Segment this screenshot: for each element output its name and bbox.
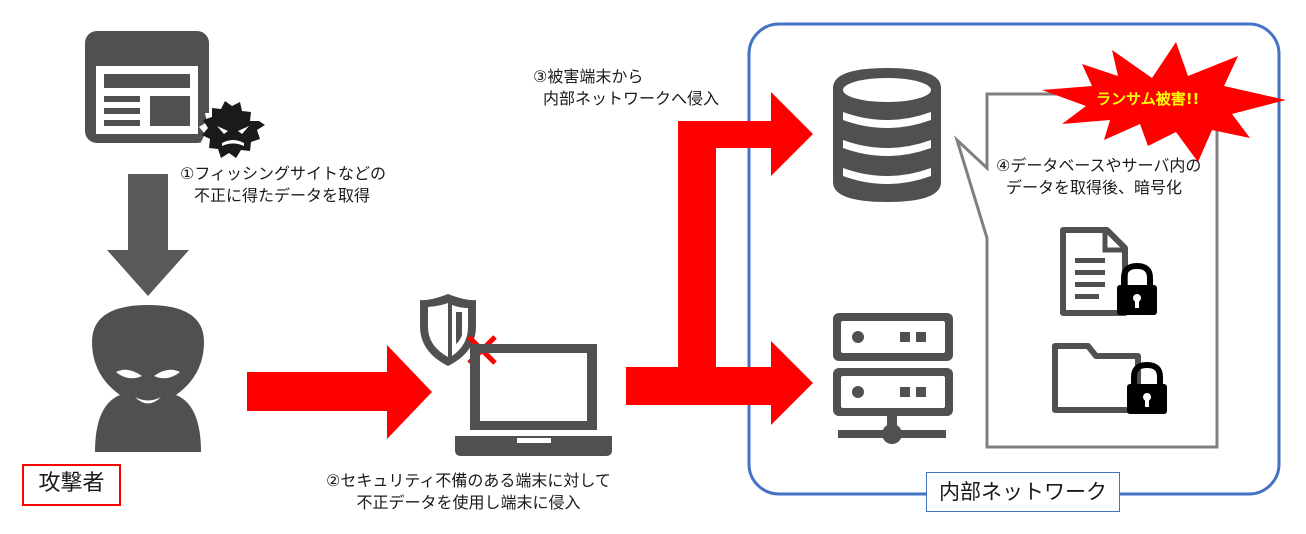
- attack-arrow-to-network: [626, 92, 813, 425]
- attack-arrow-to-laptop: [247, 345, 432, 439]
- lock-icon: [1127, 361, 1167, 414]
- phishing-site-icon: [85, 31, 209, 143]
- locked-folder-icon: [1052, 343, 1141, 413]
- step1-line1: ①フィッシングサイトなどの: [180, 164, 387, 183]
- attacker-icon: [92, 305, 204, 452]
- attacker-label: 攻撃者: [24, 470, 119, 498]
- gray-down-arrow: [107, 174, 189, 296]
- server-icon: [833, 313, 953, 444]
- step2-text: ②セキュリティ不備のある端末に対して 不正データを使用し端末に侵入: [326, 470, 611, 514]
- lock-icon: [1117, 262, 1157, 315]
- database-icon: [833, 68, 941, 202]
- step3-line2: 内部ネットワークへ侵入: [543, 89, 720, 108]
- malware-icon: [199, 101, 265, 160]
- step4-text: ④データベースやサーバ内の データを取得後、暗号化: [996, 155, 1201, 199]
- ransom-damage-text: ランサム被害!!: [1096, 90, 1200, 108]
- ransom-burst: [1042, 42, 1286, 162]
- internal-network-label: 内部ネットワーク: [926, 472, 1120, 512]
- step2-line1: ②セキュリティ不備のある端末に対して: [326, 471, 611, 490]
- step1-text: ①フィッシングサイトなどの 不正に得たデータを取得: [180, 163, 386, 207]
- laptop-icon: [455, 344, 612, 456]
- step3-text: ③被害端末から 内部ネットワークへ侵入: [533, 66, 719, 110]
- shield-icon: [420, 294, 476, 366]
- step3-line1: ③被害端末から: [533, 67, 644, 86]
- step1-line2: 不正に得たデータを取得: [194, 186, 371, 205]
- step4-line2: データを取得後、暗号化: [1006, 178, 1183, 197]
- step2-line2: 不正データを使用し端末に侵入: [356, 493, 581, 512]
- step4-line1: ④データベースやサーバ内の: [996, 156, 1202, 175]
